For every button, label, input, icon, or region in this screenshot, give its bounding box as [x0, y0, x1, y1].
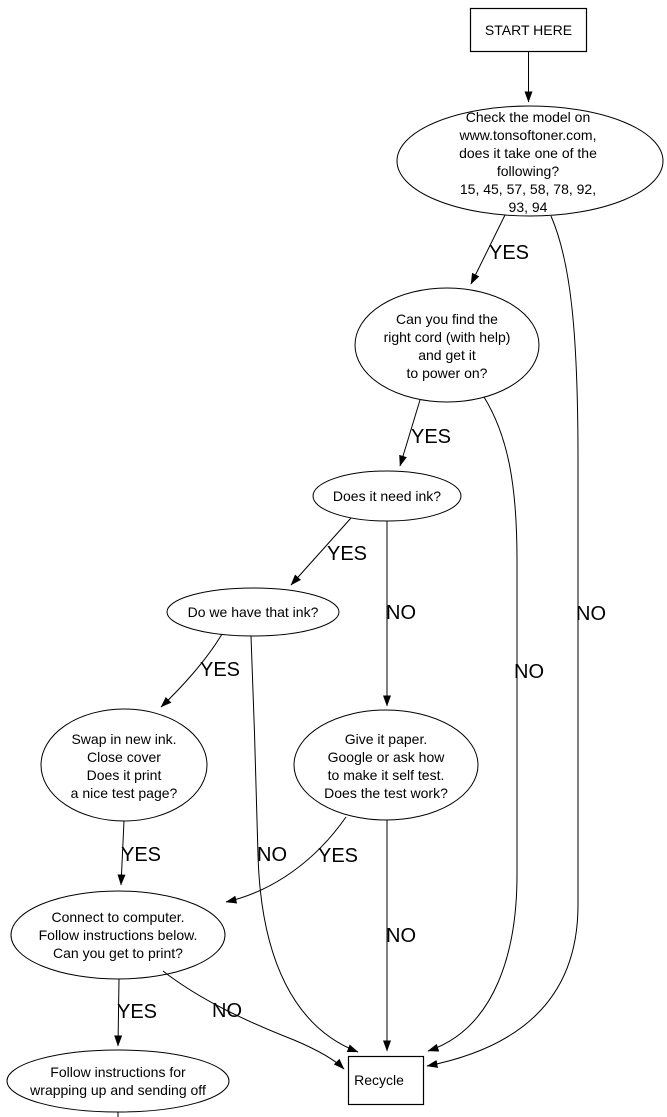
- edge-swap-ink-to-connect: [117, 820, 126, 886]
- edge-have-ink-to-swap-ink: [160, 633, 223, 708]
- edge-label-have-ink-no: NO: [257, 844, 287, 866]
- edge-label-self-test-yes: YES: [317, 845, 359, 867]
- edge-label-have-ink-yes: YES: [199, 659, 241, 681]
- edge-connect-to-recycle: [162, 970, 345, 1070]
- edge-label-find-cord-no: NO: [514, 661, 544, 683]
- edge-label-check-model-yes: YES: [488, 242, 530, 264]
- node-label-start-here: START HERE: [484, 22, 573, 38]
- edge-label-need-ink-yes: YES: [326, 543, 368, 565]
- edge-find-cord-to-need-ink: [399, 399, 421, 467]
- node-box-start-here: [469, 7, 588, 53]
- node-label-recycle: Recycle: [354, 1072, 404, 1088]
- edge-label-check-model-no: NO: [576, 603, 606, 625]
- node-ellipse-check-model: [396, 105, 664, 217]
- node-label-wrap-up: Follow instructions for wrapping up and …: [30, 1064, 206, 1098]
- node-ellipse-connect: [10, 890, 226, 980]
- edge-label-find-cord-yes: YES: [410, 426, 452, 448]
- node-label-need-ink: Does it need ink?: [332, 488, 442, 504]
- edge-label-connect-no: NO: [212, 1000, 242, 1022]
- edge-check-model-to-recycle: [426, 215, 579, 1068]
- node-label-self-test: Give it paper. Google or ask how to make…: [324, 731, 448, 801]
- edge-connect-to-wrap-up: [114, 978, 123, 1047]
- node-box-recycle: [347, 1055, 425, 1106]
- node-ellipse-have-ink: [166, 587, 340, 637]
- node-ellipse-self-test: [293, 709, 479, 821]
- edge-need-ink-to-have-ink: [290, 517, 352, 586]
- edge-label-connect-yes: YES: [116, 1001, 158, 1023]
- edge-label-need-ink-no: NO: [386, 602, 416, 624]
- node-label-find-cord: Can you find the right cord (with help) …: [383, 311, 511, 381]
- edge-have-ink-to-recycle: [250, 635, 359, 1053]
- node-label-swap-ink: Swap in new ink. Close cover Does it pri…: [70, 731, 178, 801]
- edge-label-self-test-no: NO: [386, 925, 416, 947]
- node-label-connect: Connect to computer. Follow instructions…: [38, 909, 198, 961]
- edge-self-test-to-connect: [225, 816, 347, 904]
- edge-find-cord-to-recycle: [427, 396, 518, 1052]
- node-label-have-ink: Do we have that ink?: [187, 604, 319, 620]
- node-label-check-model: Check the model on www.tonsoftoner.com, …: [459, 109, 597, 215]
- edge-label-swap-ink-yes: YES: [120, 844, 162, 866]
- node-ellipse-find-cord: [354, 287, 540, 403]
- edge-check-model-to-find-cord: [470, 214, 506, 285]
